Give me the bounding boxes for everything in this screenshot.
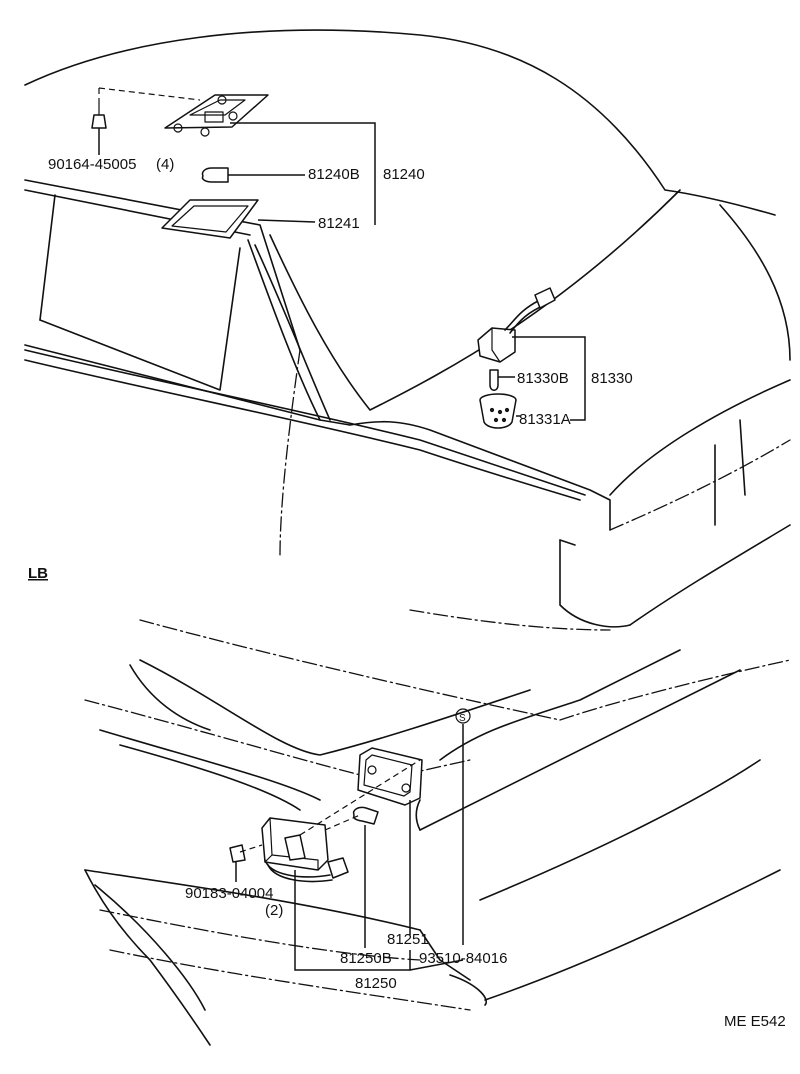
label-bulb-top: 81240B [308,166,360,183]
leader-lines-right [498,336,586,421]
dome-lamp-lens [161,199,259,239]
label-lamp-assy-bottom: 81250 [355,975,397,992]
label-bulb-bottom: 81250B [340,950,392,967]
step-lamp-clip [229,844,246,863]
label-cover-right: 81331A [519,411,571,428]
label-lens-top: 81241 [318,215,360,232]
label-lamp-assy-top: 81240 [383,166,425,183]
dome-lamp-housing [164,94,269,137]
trunk-lamp-socket [477,287,556,363]
label-bulb-right: 81330B [517,370,569,387]
label-clip-bottom: 90183-04004 [185,885,273,902]
label-lamp-assy-right: 81330 [591,370,633,387]
view-label: LB [28,565,48,582]
upper-car-body-outline [24,29,791,631]
trunk-lamp-cover [479,393,517,429]
label-screw-top: 90164-45005 [48,156,136,173]
label-lens-bottom: 81251 [387,931,429,948]
label-screw-top-qty: (4) [156,156,174,173]
lower-car-body-outline [84,619,791,1046]
trunk-lamp-bulb [489,369,499,391]
dome-lamp-screw [91,103,107,129]
leader-lines-bottom [235,724,464,971]
standard-part-symbol: S [459,713,466,724]
standard-part-marker [455,708,471,724]
step-lamp-housing [261,817,349,883]
dome-lamp-bulb [201,167,229,183]
diagram-id: ME E542 [724,1013,786,1030]
label-clip-bottom-qty: (2) [265,902,283,919]
step-lamp-lens [357,747,423,806]
label-bulb-std-bottom: 93510-84016 [419,950,507,967]
leader-lines-top [98,122,376,225]
